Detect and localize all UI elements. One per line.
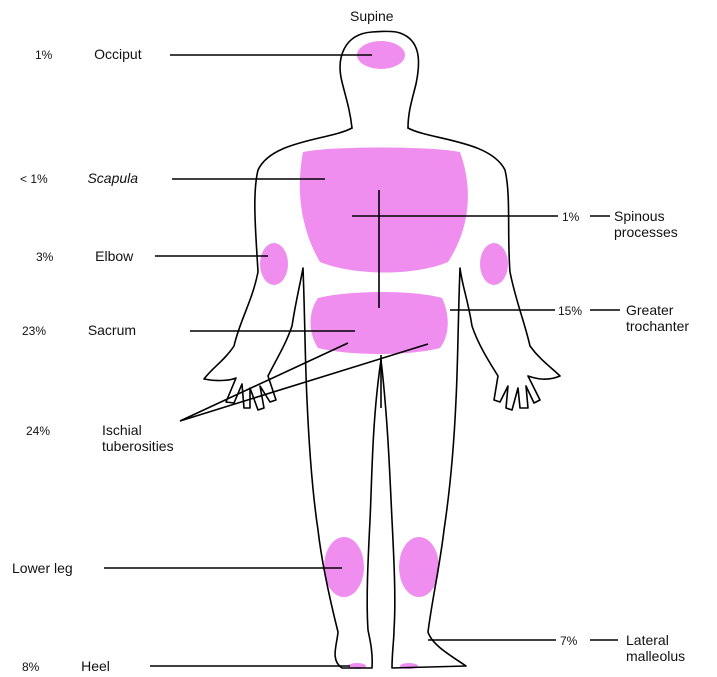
occiput-label: 1% Occiput	[35, 46, 142, 63]
occiput-pct: 1%	[35, 48, 52, 62]
elbow-name: Elbow	[95, 248, 133, 264]
sacrum-label: 23% Sacrum	[22, 322, 136, 339]
scapula-name: Scapula	[87, 170, 138, 186]
ischial-label: 24%	[26, 422, 50, 439]
right-calf-area	[399, 537, 439, 597]
malleolus-name-line2: malleolus	[626, 648, 685, 664]
spinous-name-line2: processes	[614, 224, 678, 240]
left-elbow-area	[260, 243, 288, 285]
trochanter-name-line1: Greater	[626, 302, 673, 318]
spinous-name-line1: Spinous	[614, 208, 665, 224]
diagram-title: Supine	[350, 8, 394, 24]
heel-label: 8% Heel	[22, 658, 110, 675]
scapula-pct: < 1%	[20, 172, 48, 186]
upper-back-area	[300, 148, 468, 273]
right-elbow-area	[480, 243, 508, 285]
left-calf-area	[324, 537, 364, 597]
elbow-label: 3% Elbow	[36, 248, 133, 265]
trochanter-name-line2: trochanter	[626, 318, 689, 334]
ischial-name-line1: Ischial	[102, 422, 142, 438]
scapula-label: < 1% Scapula	[20, 170, 138, 187]
sacrum-pct: 23%	[22, 324, 46, 338]
malleolus-pct: 7%	[560, 632, 577, 649]
lower-leg-label: Lower leg	[12, 560, 73, 576]
heel-name: Heel	[81, 658, 110, 674]
pressure-areas	[260, 41, 508, 669]
trochanter-pct: 15%	[558, 302, 582, 319]
ischial-pct: 24%	[26, 424, 50, 438]
leader-ischial-1	[180, 343, 348, 421]
spinous-pct: 1%	[562, 208, 579, 225]
heel-pct: 8%	[22, 660, 39, 674]
sacrum-name: Sacrum	[88, 322, 136, 338]
occiput-name: Occiput	[94, 46, 141, 62]
malleolus-name-line1: Lateral	[626, 632, 669, 648]
elbow-pct: 3%	[36, 250, 53, 264]
leader-ischial-2	[180, 344, 428, 421]
ischial-name-line2: tuberosities	[102, 438, 174, 454]
